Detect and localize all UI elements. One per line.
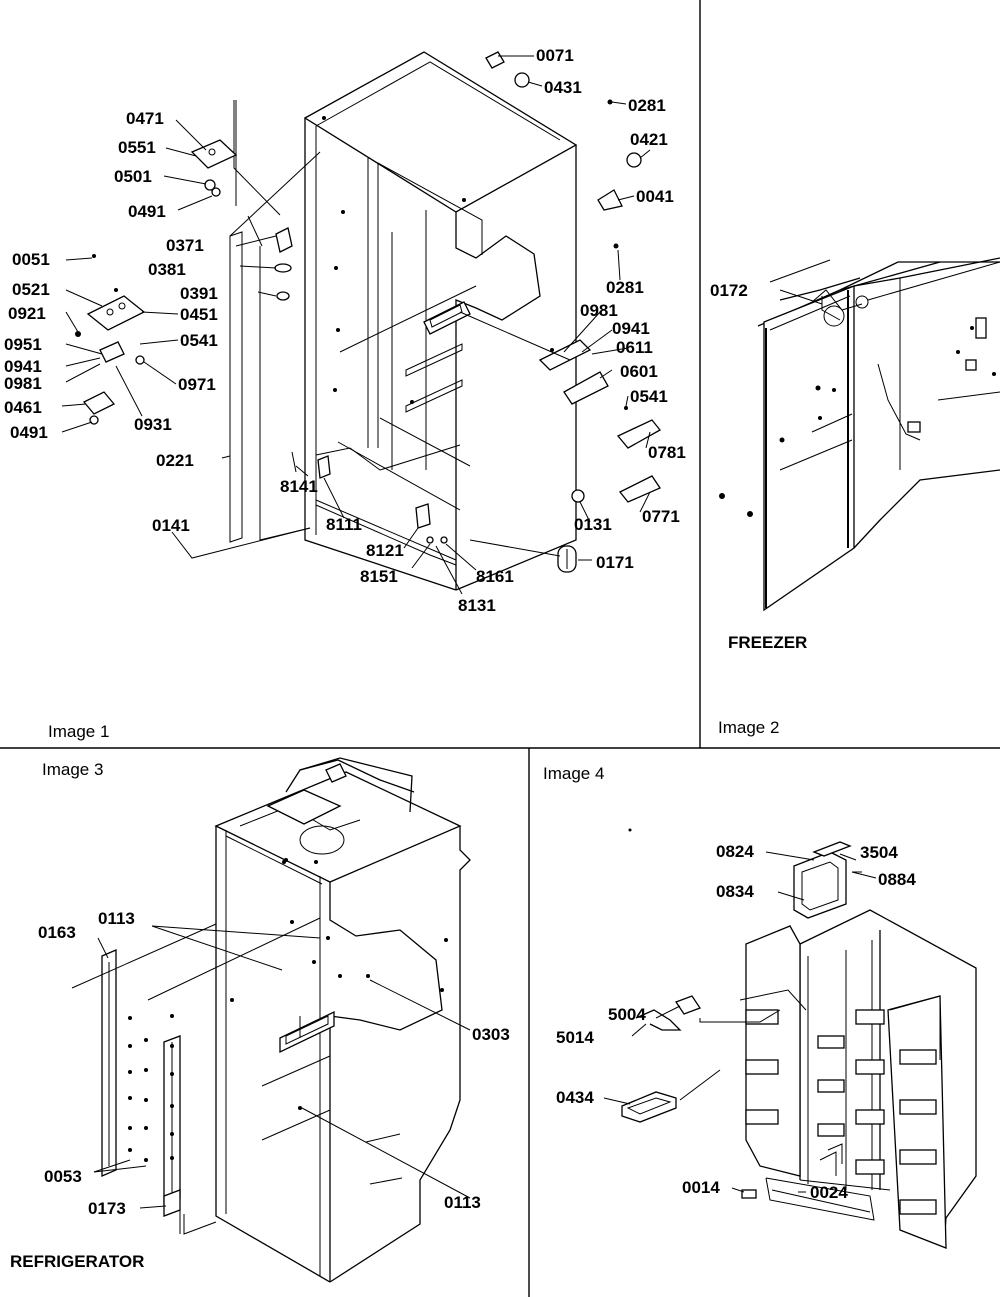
- side-by-side-cabinet-view: [739, 909, 977, 1249]
- callout-0421: 0421: [630, 130, 668, 149]
- callout-0221: 0221: [156, 451, 194, 470]
- section-label-freezer: FREEZER: [728, 633, 807, 652]
- callout-0491-b: 0491: [10, 423, 48, 442]
- callout-8151: 8151: [360, 567, 398, 586]
- callout-0113-b: 0113: [444, 1193, 481, 1212]
- callout-0941: 0941: [4, 357, 42, 376]
- door-outlines: [229, 100, 321, 543]
- callout-0834: 0834: [716, 882, 754, 901]
- callout-0141: 0141: [152, 516, 190, 535]
- callout-0172: 0172: [710, 281, 748, 300]
- dispenser-parts: [621, 841, 862, 1123]
- callout-0281-b: 0281: [606, 278, 644, 297]
- callout-0041: 0041: [636, 187, 674, 206]
- callout-0431: 0431: [544, 78, 582, 97]
- callout-8111: 8111: [326, 515, 362, 534]
- image1-callouts: 0071 0431 0281 0421 0041 0281 0471 0551 …: [4, 46, 686, 615]
- callout-0551: 0551: [118, 138, 156, 157]
- section-label-refrigerator: REFRIGERATOR: [10, 1252, 144, 1271]
- callout-0053: 0053: [44, 1167, 82, 1186]
- panel-caption-image-1: Image 1: [48, 722, 109, 741]
- leader-lines-image-3: [71, 917, 471, 1235]
- callout-0024: 0024: [810, 1183, 848, 1202]
- callout-0981: 0981: [4, 374, 42, 393]
- panel-image-2: 0172 FREEZER Image 2: [710, 257, 1000, 737]
- callout-0951: 0951: [4, 335, 42, 354]
- callout-0981-b: 0981: [580, 301, 618, 320]
- image4-callouts: 0824 3504 0884 0834 5004 5014 0434 0014 …: [556, 842, 916, 1202]
- callout-0931: 0931: [134, 415, 172, 434]
- callout-0824: 0824: [716, 842, 754, 861]
- cabinet-exploded-view: [303, 51, 578, 591]
- callout-0381: 0381: [148, 260, 186, 279]
- callout-0051: 0051: [12, 250, 50, 269]
- callout-0971: 0971: [178, 375, 216, 394]
- panel-image-4: Image 4: [543, 764, 977, 1249]
- callout-0281: 0281: [628, 96, 666, 115]
- hinge-assemblies: [75, 139, 238, 425]
- callout-0471: 0471: [126, 109, 164, 128]
- hinge-rails: [101, 949, 181, 1234]
- callout-0451: 0451: [180, 305, 218, 324]
- callout-0113: 0113: [98, 909, 135, 928]
- leader-lines: [61, 55, 651, 595]
- panel-caption-image-3: Image 3: [42, 760, 103, 779]
- callout-8161: 8161: [476, 567, 514, 586]
- callout-0434: 0434: [556, 1088, 594, 1107]
- callout-0303: 0303: [472, 1025, 510, 1044]
- callout-0491: 0491: [128, 202, 166, 221]
- callout-0371: 0371: [166, 236, 204, 255]
- callout-0884: 0884: [878, 870, 916, 889]
- callout-0391: 0391: [180, 284, 218, 303]
- callout-0014: 0014: [682, 1178, 720, 1197]
- leader-lines-image-4: [603, 851, 877, 1193]
- callout-0171: 0171: [596, 553, 634, 572]
- callout-0771: 0771: [642, 507, 680, 526]
- callout-0163: 0163: [38, 923, 76, 942]
- callout-8131: 8131: [458, 596, 496, 615]
- refrigerator-cabinet-view: [214, 757, 471, 1283]
- image3-callouts: 0163 0113 0303 0053 0173 0113: [38, 909, 510, 1218]
- panel-image-3: Image 3: [10, 757, 510, 1283]
- callout-0521: 0521: [12, 280, 50, 299]
- callout-5004: 5004: [608, 1005, 646, 1024]
- freezer-cabinet-view: [719, 257, 1000, 612]
- callout-0781: 0781: [648, 443, 686, 462]
- callout-0541-b: 0541: [630, 387, 668, 406]
- panel-image-1: 0071 0431 0281 0421 0041 0281 0471 0551 …: [4, 46, 686, 741]
- panel-caption-image-2: Image 2: [718, 718, 779, 737]
- callout-0941-b: 0941: [612, 319, 650, 338]
- callout-5014: 5014: [556, 1028, 594, 1047]
- callout-3504: 3504: [860, 843, 898, 862]
- panel-caption-image-4: Image 4: [543, 764, 604, 783]
- callout-0541: 0541: [180, 331, 218, 350]
- callout-8141: 8141: [280, 477, 318, 496]
- callout-8121: 8121: [366, 541, 404, 560]
- callout-0501: 0501: [114, 167, 152, 186]
- callout-0173: 0173: [88, 1199, 126, 1218]
- callout-0071: 0071: [536, 46, 574, 65]
- callout-0921: 0921: [8, 304, 46, 323]
- callout-0601: 0601: [620, 362, 658, 381]
- callout-0461: 0461: [4, 398, 42, 417]
- callout-0131: 0131: [574, 515, 612, 534]
- callout-0611: 0611: [616, 338, 653, 357]
